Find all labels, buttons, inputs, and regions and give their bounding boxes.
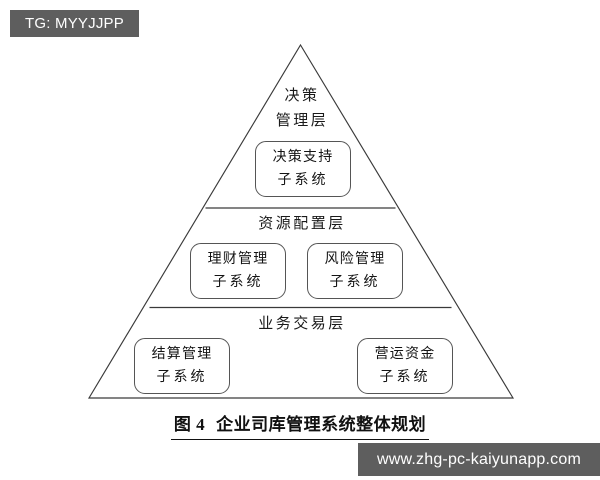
layer-title-business-transaction: 业务交易层 — [258, 316, 346, 332]
box-settlement-management-subsystem[interactable]: 结算管理 子系统 — [134, 338, 230, 394]
box-label-line2: 子系统 — [156, 370, 208, 385]
box-working-capital-subsystem[interactable]: 营运资金 子系统 — [357, 338, 453, 394]
figure-caption-number: 图 4 — [173, 415, 206, 434]
pyramid-outline — [87, 43, 515, 399]
watermark-tag-badge: TG: MYYJJPP — [10, 10, 139, 37]
box-decision-support-subsystem[interactable]: 决策支持 子系统 — [255, 141, 351, 197]
layer-title-decision-management: 决策 管理层 — [275, 88, 329, 129]
box-label-line1: 结算管理 — [151, 347, 213, 362]
box-label-line1: 决策支持 — [272, 150, 334, 165]
box-label-line1: 理财管理 — [207, 252, 269, 267]
watermark-url-badge: www.zhg-pc-kaiyunapp.com — [358, 443, 600, 476]
box-label-line2: 子系统 — [379, 370, 431, 385]
box-label-line2: 子系统 — [277, 173, 329, 188]
box-label-line2: 子系统 — [329, 275, 381, 290]
box-risk-management-subsystem[interactable]: 风险管理 子系统 — [307, 243, 403, 299]
figure-caption-inner: 图 4 企业司库管理系统整体规划 — [170, 410, 430, 440]
layer-title-resource-allocation: 资源配置层 — [258, 216, 346, 232]
figure-caption: 图 4 企业司库管理系统整体规划 — [0, 410, 600, 440]
box-financial-management-subsystem[interactable]: 理财管理 子系统 — [190, 243, 286, 299]
figure-caption-title: 企业司库管理系统整体规划 — [216, 415, 427, 434]
box-label-line1: 风险管理 — [324, 252, 386, 267]
box-label-line1: 营运资金 — [374, 347, 436, 362]
box-label-line2: 子系统 — [212, 275, 264, 290]
